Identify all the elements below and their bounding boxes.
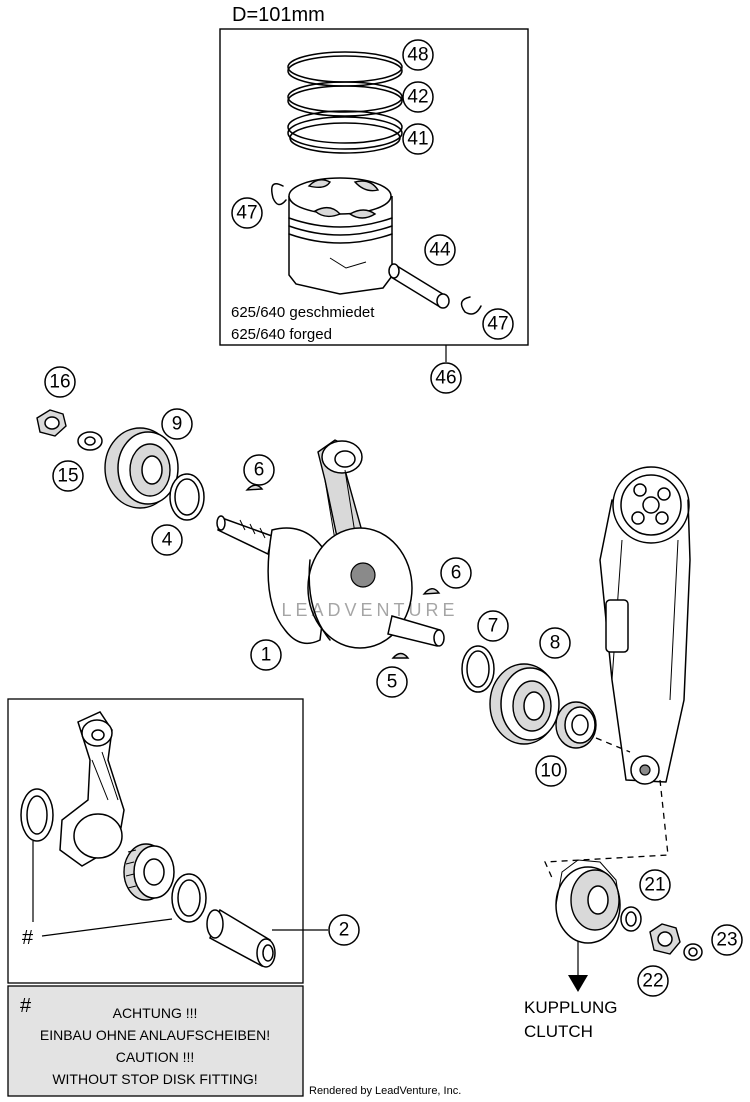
svg-text:41: 41 (407, 129, 428, 150)
washer-23 (683, 943, 703, 961)
piston-ring-41 (287, 110, 403, 154)
piston-note-line1: 625/640 geschmiedet (231, 304, 375, 321)
callout-6-right: 6 (440, 557, 472, 589)
warning-line3: CAUTION !!! (116, 1049, 195, 1065)
svg-text:2: 2 (339, 920, 350, 941)
conrod-kit-box: # (7, 698, 304, 984)
warning-box: # ACHTUNG !!! EINBAU OHNE ANLAUFSCHEIBEN… (7, 985, 304, 1097)
chain-to-gear-dash (544, 779, 669, 881)
piston-note-line2: 625/640 forged (231, 326, 332, 343)
lock-washer-21 (620, 906, 642, 932)
clutch-label-de: KUPPLUNG (524, 998, 618, 1017)
svg-text:9: 9 (172, 414, 183, 435)
woodruff-key-lower (391, 652, 410, 659)
svg-text:42: 42 (407, 87, 428, 108)
timing-chain-assembly (599, 466, 691, 785)
callout-6-upper: 6 (243, 454, 275, 486)
callout-48: 48 (402, 39, 434, 71)
svg-text:10: 10 (540, 761, 561, 782)
callout-8: 8 (539, 627, 571, 659)
warning-symbol: # (20, 995, 32, 1017)
svg-text:22: 22 (642, 971, 663, 992)
piston-diameter-label: D=101mm (232, 4, 325, 26)
woodruff-key-right (422, 588, 441, 595)
callout-22: 22 (637, 965, 669, 997)
callout-47-lower: 47 (482, 308, 514, 340)
gear-nut-22 (649, 923, 681, 955)
svg-text:47: 47 (236, 203, 257, 224)
svg-text:48: 48 (407, 45, 428, 66)
svg-text:6: 6 (451, 563, 462, 584)
connecting-rod (59, 711, 125, 867)
woodruff-key-upper (245, 484, 264, 491)
callout-44: 44 (424, 234, 456, 266)
warning-line2: EINBAU OHNE ANLAUFSCHEIBEN! (40, 1027, 270, 1043)
callout-4: 4 (151, 524, 183, 556)
svg-text:8: 8 (550, 633, 561, 654)
svg-text:6: 6 (254, 460, 265, 481)
svg-text:5: 5 (387, 672, 398, 693)
piston-kit-box: D=101mm (219, 4, 529, 346)
shim-right (461, 645, 495, 693)
circlip-lower (460, 296, 482, 315)
callout-5: 5 (376, 666, 408, 698)
watermark: LEADVENTURE (281, 600, 458, 620)
clutch-arrow-head (568, 975, 588, 992)
svg-text:15: 15 (57, 466, 78, 487)
clutch-label-en: CLUTCH (524, 1022, 593, 1041)
callout-15: 15 (52, 460, 84, 492)
warning-line4: WITHOUT STOP DISK FITTING! (52, 1071, 257, 1087)
shaft-seal (555, 701, 597, 749)
warning-line1: ACHTUNG !!! (113, 1005, 198, 1021)
svg-text:7: 7 (488, 616, 499, 637)
piston-pin (388, 263, 450, 309)
callout-47-upper: 47 (231, 197, 263, 229)
shim-left (169, 473, 205, 521)
callout-10: 10 (535, 755, 567, 787)
crank-nut (36, 409, 67, 437)
callout-23: 23 (711, 924, 743, 956)
callout-2: 2 (328, 914, 360, 946)
svg-text:1: 1 (261, 645, 272, 666)
crank-pin (206, 908, 276, 968)
svg-text:44: 44 (429, 240, 451, 261)
svg-text:23: 23 (716, 930, 737, 951)
piston-ring-42 (287, 81, 403, 117)
footer-credit: Rendered by LeadVenture, Inc. (309, 1085, 461, 1097)
callout-7: 7 (477, 610, 509, 642)
svg-text:47: 47 (487, 314, 508, 335)
callout-41: 41 (402, 123, 434, 155)
crank-gear (555, 859, 621, 944)
callout-1: 1 (250, 639, 282, 671)
ball-bearing-left (104, 427, 179, 509)
circlip-upper (271, 183, 287, 206)
crankshaft (216, 439, 445, 649)
no-stop-disk-marker: # (22, 927, 34, 949)
callout-46: 46 (430, 362, 462, 394)
callout-9: 9 (161, 408, 193, 440)
washer-15 (77, 431, 103, 451)
svg-text:16: 16 (49, 372, 70, 393)
callout-21: 21 (639, 869, 671, 901)
needle-bearing (123, 843, 175, 901)
callout-16: 16 (44, 366, 76, 398)
svg-text:46: 46 (435, 368, 456, 389)
piston (288, 177, 393, 295)
seal-leader-dash (595, 737, 631, 753)
ball-bearing-right (489, 663, 560, 745)
svg-text:4: 4 (162, 530, 173, 551)
callout-42: 42 (402, 81, 434, 113)
svg-text:21: 21 (644, 875, 665, 896)
